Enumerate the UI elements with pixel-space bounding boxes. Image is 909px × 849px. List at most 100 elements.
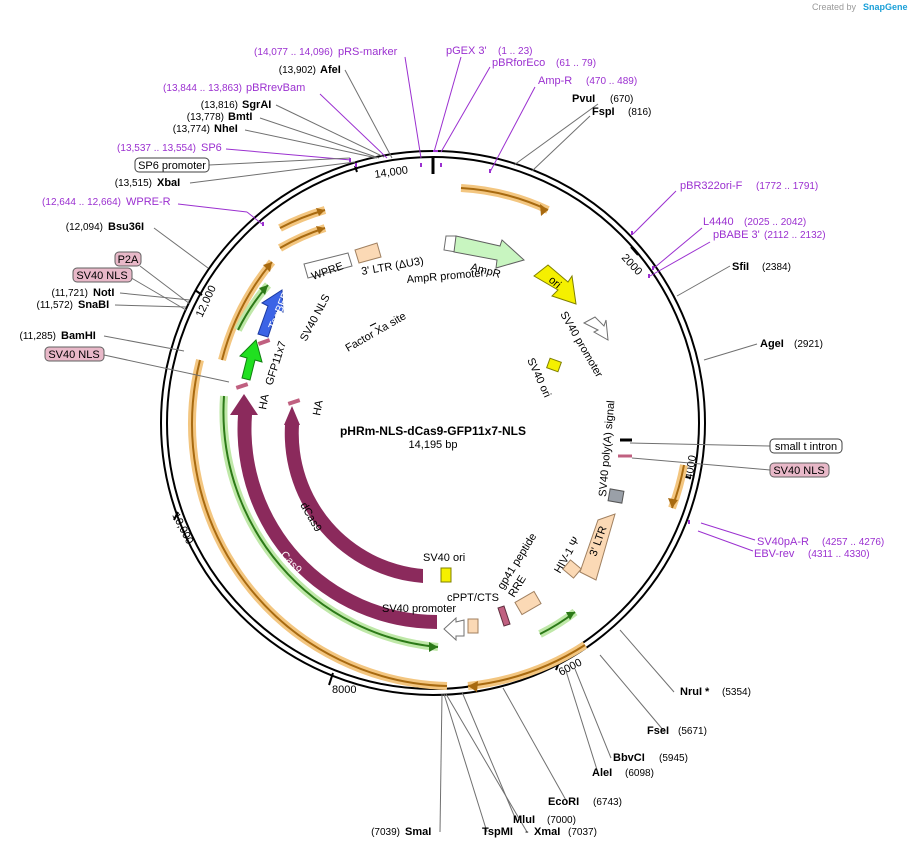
sv40-promoter-bottom-label: SV40 promoter	[382, 603, 456, 615]
enzyme-bsu36i-pos: (12,094)	[66, 222, 103, 233]
enzyme-xbai[interactable]: XbaI	[157, 177, 180, 189]
primer-pbrforeco-range: (61 .. 79)	[556, 58, 596, 69]
sv40-promoter-bottom-arrow	[443, 616, 465, 642]
enzyme-sgrai[interactable]: SgrAI	[242, 99, 271, 111]
enzyme-nhei[interactable]: NheI	[214, 123, 238, 135]
boxed-labels: SP6 promoter P2A SV40 NLS SV40 NLS small…	[44, 157, 843, 478]
enzyme-agei[interactable]: AgeI	[760, 338, 784, 350]
sp6-promoter-box[interactable]: SP6 promoter	[138, 160, 206, 172]
primer-l4440[interactable]: L4440	[703, 216, 734, 228]
gfp11x7-label: GFP11x7	[263, 340, 289, 387]
primer-pbabe3[interactable]: pBABE 3'	[713, 229, 760, 241]
primer-pbrrevbam-range: (13,844 .. 13,863)	[163, 83, 242, 94]
enzyme-nhei-pos: (13,774)	[173, 124, 210, 135]
sv40-ori-bottom-box	[440, 567, 452, 583]
ruler-label-10000: 10,000	[169, 511, 195, 546]
primer-pbr322ori-f[interactable]: pBR322ori-F	[680, 180, 743, 192]
ruler-label-8000: 8000	[332, 684, 356, 696]
primer-wpre-r[interactable]: WPRE-R	[126, 196, 171, 208]
primer-prs-marker[interactable]: pRS-marker	[338, 46, 398, 58]
primer-pbrrevbam[interactable]: pBRrevBam	[246, 82, 305, 94]
ori-arrow	[533, 264, 577, 305]
ha-inner-marker	[287, 398, 301, 406]
green-orf-arrowheads	[259, 285, 575, 652]
primer-pgex3[interactable]: pGEX 3'	[446, 45, 487, 57]
cppt-box	[467, 618, 479, 634]
enzyme-sfii[interactable]: SfiI	[732, 261, 749, 273]
gp41-marker	[497, 605, 511, 627]
enzyme-alei-pos: (6098)	[625, 768, 654, 779]
primer-pbabe3-range: (2112 .. 2132)	[764, 230, 826, 241]
primer-pbrforeco[interactable]: pBRforEco	[492, 57, 545, 69]
enzyme-afei[interactable]: AfeI	[320, 64, 341, 76]
enzyme-noti[interactable]: NotI	[93, 287, 114, 299]
enzyme-bamhi[interactable]: BamHI	[61, 330, 96, 342]
enzyme-separator: -	[525, 826, 529, 838]
sv40-nls-box-a[interactable]: SV40 NLS	[76, 270, 127, 282]
box-leader-lines	[103, 157, 771, 471]
enzyme-xmai-pos: (7037)	[568, 827, 597, 838]
enzyme-fspi[interactable]: FspI	[592, 106, 615, 118]
enzyme-snabi[interactable]: SnaBI	[78, 299, 109, 311]
enzyme-xbai-pos: (13,515)	[115, 178, 152, 189]
primer-pbr322ori-f-range: (1772 .. 1791)	[756, 181, 818, 192]
primer-sp6-range: (13,537 .. 13,554)	[117, 143, 196, 154]
primer-sp6[interactable]: SP6	[201, 142, 222, 154]
ltr-du3-box	[354, 242, 382, 264]
enzyme-alei[interactable]: AleI	[592, 767, 612, 779]
enzyme-bsu36i[interactable]: Bsu36I	[108, 221, 144, 233]
credit-prefix: Created by	[812, 2, 857, 12]
factor-xa-label: Factor Xa site	[344, 310, 409, 354]
primer-labels: (14,077 .. 14,096) pRS-marker (13,844 ..…	[42, 45, 884, 560]
gfp11x7-arrow	[239, 339, 263, 381]
ampr-arrow	[453, 235, 526, 269]
enzyme-ecori[interactable]: EcoRI	[548, 796, 579, 808]
primer-ticks	[262, 150, 690, 524]
sv40-nls-feature-label: SV40 NLS	[298, 292, 333, 343]
hiv-psi-box	[562, 559, 582, 579]
primer-l4440-range: (2025 .. 2042)	[744, 217, 806, 228]
ruler-label-12000: 12,000	[194, 284, 219, 320]
primer-ebv-rev[interactable]: EBV-rev	[754, 548, 795, 560]
enzyme-bmti-pos: (13,778)	[187, 112, 224, 123]
primer-sv40pa-r[interactable]: SV40pA-R	[757, 536, 809, 548]
sv40-nls-box-c[interactable]: SV40 NLS	[773, 465, 824, 477]
rre-box	[514, 590, 542, 616]
enzyme-xmai[interactable]: XmaI	[534, 826, 560, 838]
enzyme-labels: (13,902) AfeI (13,816) SgrAI (13,778) Bm…	[19, 64, 822, 838]
primer-sv40pa-r-range: (4257 .. 4276)	[822, 537, 884, 548]
enzyme-mlui[interactable]: MluI	[513, 814, 535, 826]
sv40-nls-box-b[interactable]: SV40 NLS	[48, 349, 99, 361]
ha-outer-label: HA	[257, 393, 272, 411]
primer-prs-marker-range: (14,077 .. 14,096)	[254, 47, 333, 58]
enzyme-tspmi[interactable]: TspMI	[482, 826, 513, 838]
ltr3-box	[579, 513, 616, 581]
p2a-box[interactable]: P2A	[118, 254, 139, 266]
enzyme-bmti[interactable]: BmtI	[228, 111, 252, 123]
enzyme-fspi-pos: (816)	[628, 107, 651, 118]
sv40-promoter-top-arrow	[582, 316, 609, 341]
sv40-polya-label: SV40 poly(A) signal	[597, 400, 617, 497]
sv40-ori-top-box	[546, 357, 562, 373]
cas9-arc	[237, 415, 437, 629]
primer-ebv-rev-range: (4311 .. 4330)	[808, 549, 870, 560]
credit-brand: SnapGene	[863, 2, 908, 12]
enzyme-bamhi-pos: (11,285)	[19, 331, 56, 342]
enzyme-bbvci[interactable]: BbvCI	[613, 752, 645, 764]
primer-amp-r[interactable]: Amp-R	[538, 75, 572, 87]
primer-pgex3-range: (1 .. 23)	[498, 46, 532, 57]
enzyme-afei-pos: (13,902)	[279, 65, 316, 76]
enzyme-fsei[interactable]: FseI	[647, 725, 669, 737]
nls-marker-a	[257, 338, 271, 346]
enzyme-pvui[interactable]: PvuI	[572, 93, 595, 105]
enzyme-agei-pos: (2921)	[794, 339, 823, 350]
enzyme-fsei-pos: (5671)	[678, 726, 707, 737]
ruler-label-4000: 4000	[683, 454, 699, 480]
enzyme-nrui[interactable]: NruI *	[680, 686, 710, 698]
enzyme-snabi-pos: (11,572)	[36, 300, 73, 311]
small-t-intron-box[interactable]: small t intron	[775, 441, 837, 453]
plasmid-name: pHRm-NLS-dCas9-GFP11x7-NLS	[340, 424, 526, 438]
enzyme-sgrai-pos: (13,816)	[201, 100, 238, 111]
enzyme-smai[interactable]: SmaI	[405, 826, 431, 838]
